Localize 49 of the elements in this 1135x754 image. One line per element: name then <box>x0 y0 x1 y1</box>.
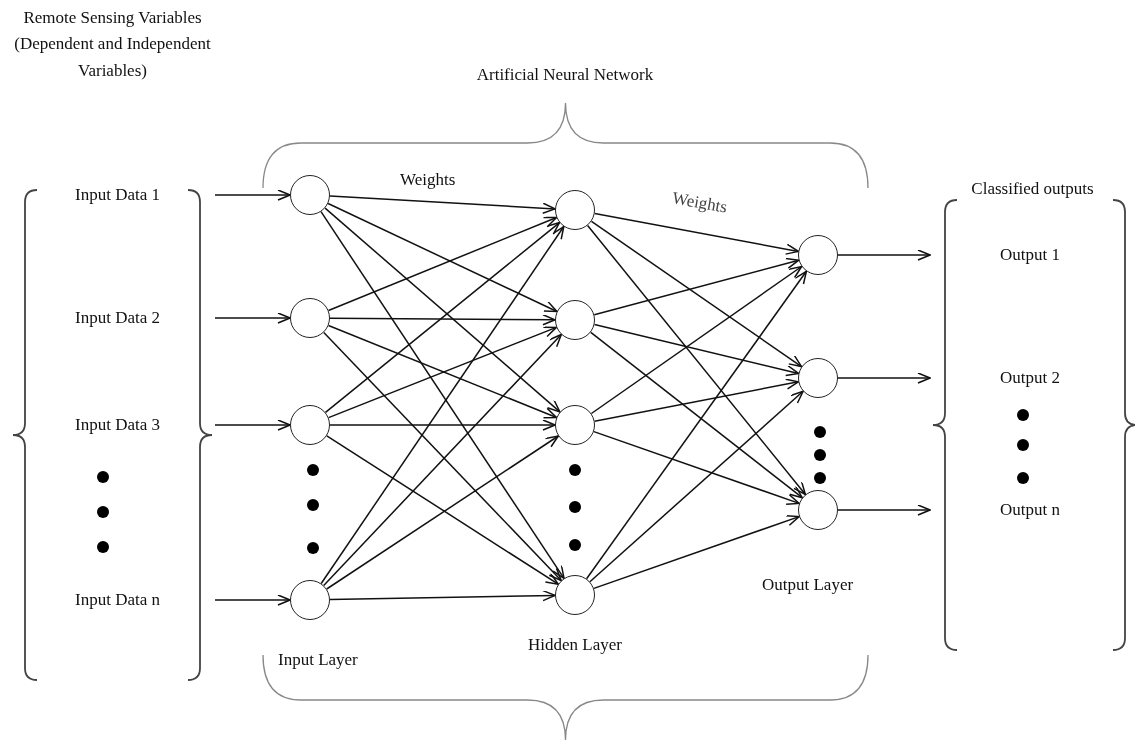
node-label: Output 2 <box>930 366 1130 390</box>
arrow <box>329 419 556 431</box>
node-label: Output n <box>930 498 1130 522</box>
arrow <box>329 195 556 214</box>
arrow <box>214 189 291 201</box>
node-label: Output 1 <box>930 243 1130 267</box>
neuron-circle <box>555 575 595 615</box>
layer-label: Output Layer <box>762 575 854 595</box>
neuron-circle <box>555 190 595 230</box>
arrow <box>329 313 556 326</box>
layer-label: Weights <box>670 188 729 218</box>
layer-label: Hidden Layer <box>528 635 622 655</box>
neuron-circle <box>290 298 330 338</box>
group-heading: Classified outputs <box>970 178 1095 200</box>
arrow <box>585 270 808 580</box>
arrow <box>837 372 931 384</box>
neuron-circle <box>798 358 838 398</box>
node-label: Input Data 2 <box>20 306 215 330</box>
neuron-circle <box>290 405 330 445</box>
arrow <box>590 331 803 499</box>
layer-label: Input Layer <box>278 650 358 670</box>
node-label: Input Data 3 <box>20 413 215 437</box>
arrow <box>214 594 291 606</box>
node-label: Input Data n <box>20 588 215 612</box>
arrow <box>214 312 291 324</box>
arrow <box>590 265 803 415</box>
arrow <box>837 249 931 261</box>
neuron-circle <box>798 235 838 275</box>
arrow <box>593 430 800 505</box>
arrow <box>593 323 800 377</box>
arrow <box>586 224 807 496</box>
group-heading: Remote Sensing Variables (Dependent and Independent Variables) <box>13 7 212 82</box>
group-heading: Artificial Neural Network <box>475 64 655 86</box>
arrow <box>590 220 803 368</box>
neuron-circle <box>290 580 330 620</box>
neuron-circle <box>555 300 595 340</box>
arrow <box>329 589 556 602</box>
arrow <box>589 390 804 583</box>
neuron-circle <box>798 490 838 530</box>
arrow <box>837 504 931 516</box>
neuron-circle <box>555 405 595 445</box>
layer-label: Weights <box>400 170 456 190</box>
node-label: Input Data 1 <box>20 183 215 207</box>
arrow <box>593 515 800 590</box>
arrow <box>593 212 800 255</box>
arrow <box>593 257 800 316</box>
arrow <box>214 419 291 431</box>
neuron-circle <box>290 175 330 215</box>
arrow <box>593 378 800 422</box>
